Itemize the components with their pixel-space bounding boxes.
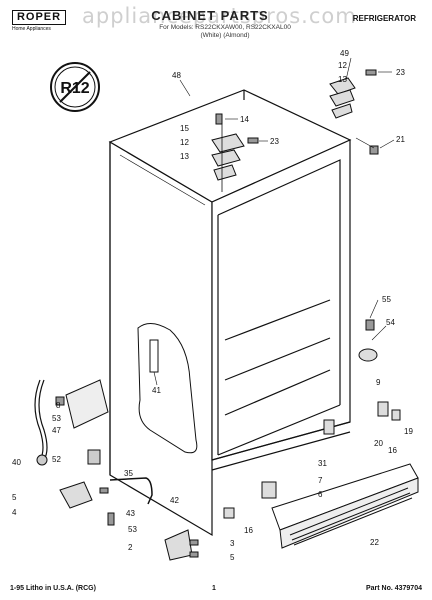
callout-label: 23 xyxy=(270,137,279,146)
callout-label: 53 xyxy=(52,414,61,423)
callout-label: 4 xyxy=(12,508,17,517)
model-line-1: For Models: RS22CKXAW00, RS22CKXAL00 xyxy=(159,24,291,31)
callout-label: 3 xyxy=(230,539,235,548)
callout-label: 55 xyxy=(382,295,391,304)
callout-label: 52 xyxy=(52,455,61,464)
watermark: appliancepartspros.com xyxy=(82,4,357,28)
page-number: 1 xyxy=(212,585,216,592)
part-number: Part No. 4379704 xyxy=(365,585,422,592)
callout-label: 13 xyxy=(338,75,347,84)
callout-label: 47 xyxy=(52,426,61,435)
callout-label: 16 xyxy=(244,526,253,535)
top-hinge-center xyxy=(211,122,245,192)
category-label: REFRIGERATOR xyxy=(352,14,416,23)
callout-label: 13 xyxy=(180,152,189,161)
badge-text: R12 xyxy=(60,80,89,97)
callout-label: 16 xyxy=(388,446,397,455)
compressor-wiring xyxy=(34,379,109,466)
callout-label: 14 xyxy=(240,115,249,124)
callout-label: 48 xyxy=(172,71,181,80)
side-cutout xyxy=(137,323,198,454)
brand-subtitle: Home Appliances xyxy=(12,26,51,32)
callout-label: 5 xyxy=(12,493,17,502)
callout-label: 49 xyxy=(340,49,349,58)
callout-label: 31 xyxy=(318,459,327,468)
callout-labels: 48 49 12 13 23 14 15 12 23 13 21 55 54 4… xyxy=(12,49,413,562)
callout-label: 53 xyxy=(128,525,137,534)
callout-label: 12 xyxy=(180,138,189,147)
callout-label: 40 xyxy=(12,458,21,467)
toe-grille xyxy=(271,463,419,549)
brand-logo: ROPER Home Appliances xyxy=(12,10,66,32)
page-title: CABINET PARTS xyxy=(151,8,269,23)
r12-badge: R12 xyxy=(50,62,100,112)
callout-label: 54 xyxy=(386,318,395,327)
footer-print-info: 1-95 Litho in U.S.A. (RCG) xyxy=(10,585,96,592)
brand-name: ROPER xyxy=(12,10,66,25)
callout-label: 7 xyxy=(318,476,323,485)
callout-label: 43 xyxy=(126,509,135,518)
callout-label: 6 xyxy=(318,490,323,499)
callout-label: 9 xyxy=(376,378,381,387)
leader-lines xyxy=(153,57,395,386)
top-hinge-right xyxy=(329,77,356,119)
callout-label: 35 xyxy=(124,469,133,478)
callout-label: 12 xyxy=(338,61,347,70)
callout-label: 5 xyxy=(230,553,235,562)
callout-label: 21 xyxy=(396,135,405,144)
callout-label: 41 xyxy=(152,386,161,395)
callout-label: 19 xyxy=(404,427,413,436)
callout-label: 42 xyxy=(170,496,179,505)
callout-label: 8 xyxy=(56,401,61,410)
bottom-parts xyxy=(59,419,335,561)
model-list: For Models: RS22CKXAW00, RS22CKXAL00 (Wh… xyxy=(130,24,320,40)
right-bracket xyxy=(358,348,401,421)
callout-label: 2 xyxy=(128,543,133,552)
model-line-2: (White) (Almond) xyxy=(200,32,250,39)
screws xyxy=(215,69,379,331)
callout-label: 23 xyxy=(396,68,405,77)
callout-label: 20 xyxy=(374,439,383,448)
callout-label: 15 xyxy=(180,124,189,133)
callout-label: 22 xyxy=(370,538,379,547)
